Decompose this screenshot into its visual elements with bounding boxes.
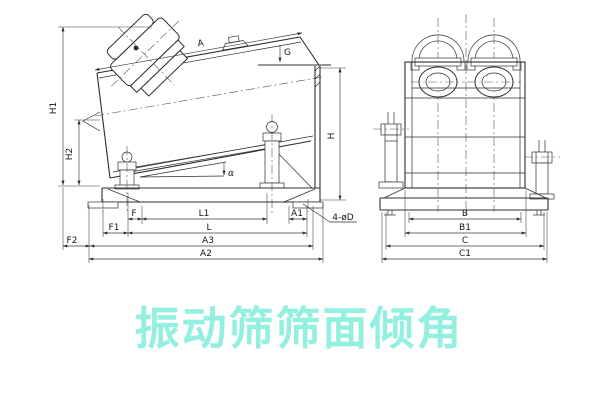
spring-left [114,146,140,214]
dim-label-g: G [284,48,291,58]
dim-label-alpha: α [228,169,234,179]
inclination-angle: α [139,161,234,179]
dim-label-holes: 4-øD [332,213,353,223]
motor-shaft-dot [133,45,139,51]
dim-label-f: F [131,209,136,219]
dim-label-l1: L1 [199,209,210,219]
side-view: α G [82,13,331,214]
dim-label-b1: B1 [459,223,471,233]
extension-lines-front [381,190,548,263]
dim-label-h2: H2 [65,148,75,161]
front-view [373,14,560,216]
dim-label-f1: F1 [109,223,120,233]
page-title: 振动筛筛面倾角 [134,302,463,355]
holes-note: 4-øD [302,203,357,223]
dim-label-f2: F2 [67,236,78,246]
dim-label-a1: A1 [291,209,303,219]
extension-lines-side [58,26,346,263]
dim-label-a2: A2 [200,249,212,259]
dim-label-a: A [197,38,206,49]
base-frame [87,187,324,212]
dim-label-b: B [462,209,468,219]
dim-label-h: H [327,133,337,140]
feed-arrow: G [278,45,291,63]
front-spring-right [524,140,560,200]
front-body [404,61,526,189]
front-spring-left [373,112,409,189]
front-base [379,187,549,216]
dimensions: H1 H2 H A F L1 A1 4-øD F1 L F2 A3 A2 [49,26,548,263]
dim-label-h1: H1 [49,102,59,115]
dim-label-a3: A3 [202,236,214,246]
spring-right [259,114,285,214]
discharge-lip [82,111,101,132]
dim-label-c1: C1 [459,249,471,259]
dim-label-c: C [462,236,468,246]
dim-label-l: L [206,223,211,233]
